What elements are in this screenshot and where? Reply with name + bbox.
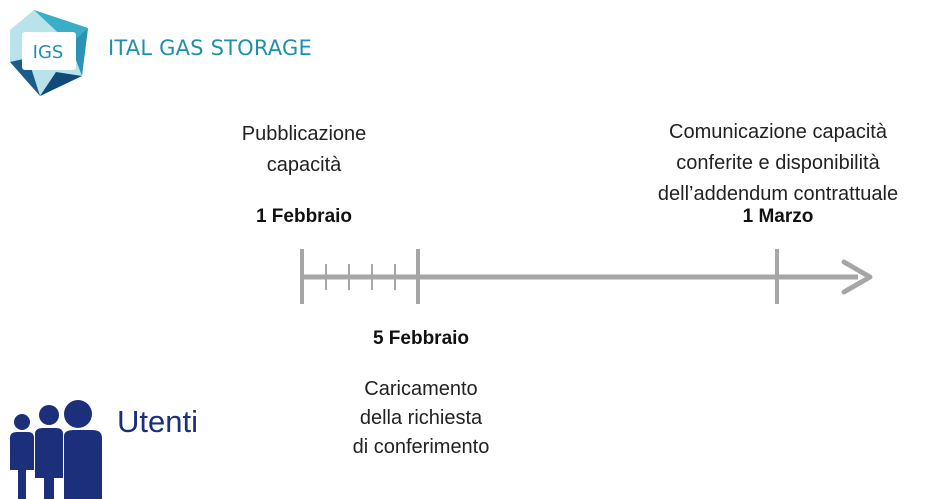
event-label-pubblicazione: Pubblicazione capacità (204, 119, 404, 181)
event-date-1-marzo: 1 Marzo (742, 206, 814, 227)
event-label-caricamento: Caricamento della richiesta di conferime… (318, 375, 524, 462)
event-date-1-febbraio: 1 Febbraio (255, 206, 353, 227)
label-line: Pubblicazione (241, 123, 367, 145)
label-line: dell’addendum contrattuale (657, 183, 899, 205)
event-date-5-febbraio: 5 Febbraio (372, 328, 470, 349)
timeline-arrowhead-icon (841, 259, 873, 295)
logo-mark-icon (10, 10, 88, 96)
label-line: capacità (266, 154, 342, 176)
event-label-comunicazione: Comunicazione capacità conferite e dispo… (623, 117, 933, 210)
label-line: della richiesta (359, 407, 483, 429)
label-line: Comunicazione capacità (669, 121, 887, 143)
users-label: Utenti (117, 404, 198, 439)
brand-name: ITAL GAS STORAGE (108, 36, 312, 60)
label-line: di conferimento (352, 436, 490, 458)
igs-logo: IGS (10, 10, 88, 96)
people-group-icon (10, 400, 102, 499)
label-line: Caricamento (364, 378, 478, 400)
logo-initials: IGS (33, 42, 64, 63)
label-line: conferite e disponibilità (676, 152, 880, 174)
